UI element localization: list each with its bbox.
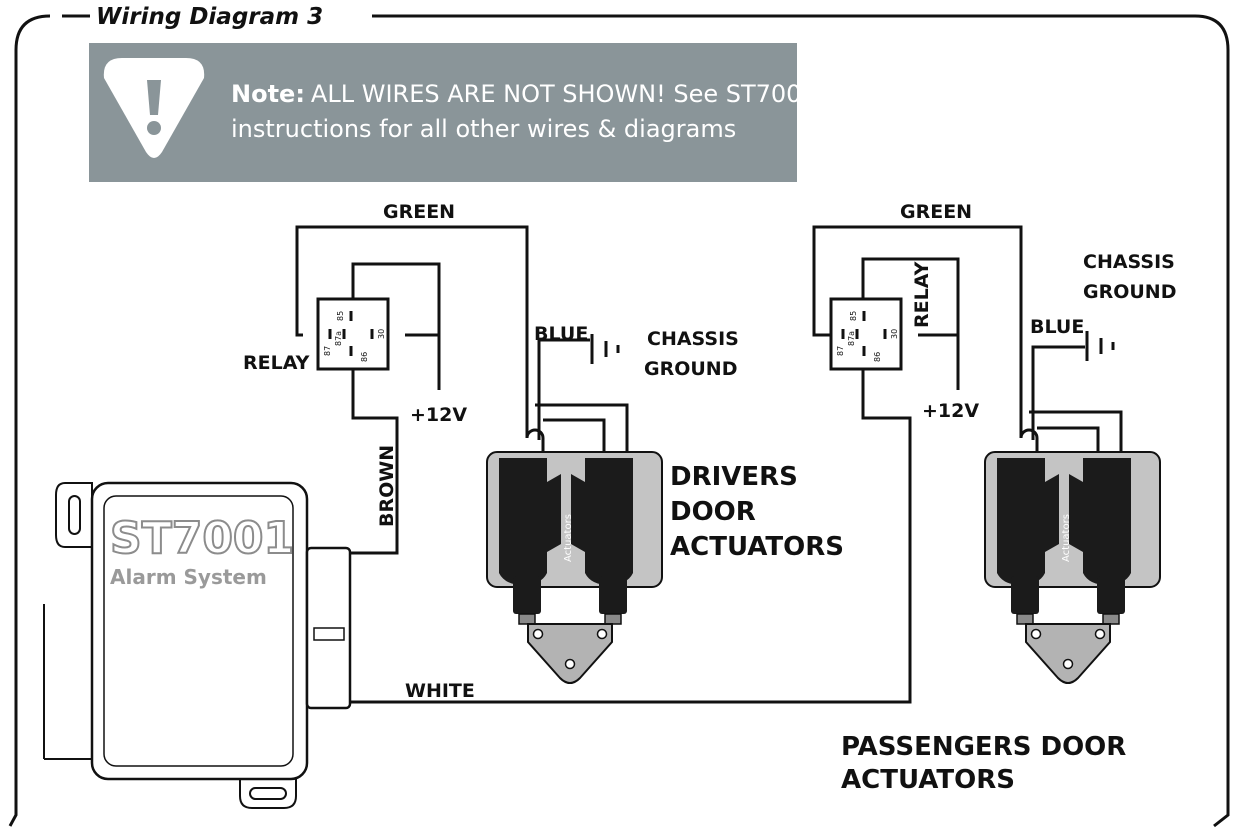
drivers-title-line1: DRIVERS: [670, 462, 798, 492]
drivers-green-label: GREEN: [383, 201, 455, 223]
note-banner: [89, 43, 797, 182]
passengers-power-label: +12V: [922, 400, 979, 422]
drivers-pin-30: 30: [377, 329, 386, 339]
drivers-actuators: Actuators: [486, 451, 663, 625]
frame-border: [8, 14, 1230, 828]
passengers-actuators: Actuators: [984, 451, 1161, 625]
drivers-pin-85: 85: [336, 311, 345, 321]
drivers-ground-line1: CHASSIS: [647, 328, 739, 350]
note-line-2: instructions for all other wires & diagr…: [231, 115, 736, 143]
drivers-relay-label: RELAY: [243, 352, 310, 374]
drivers-title-line3: ACTUATORS: [670, 532, 844, 562]
passengers-title-line1: PASSENGERS DOOR: [841, 732, 1126, 762]
passengers-title-line2: ACTUATORS: [841, 765, 1015, 795]
alarm-unit: ST7001 Alarm System: [43, 481, 352, 809]
drivers-mount-plate: [527, 623, 613, 684]
white-wire-label: WHITE: [405, 680, 475, 702]
passengers-pin-87a: 87a: [847, 331, 856, 346]
drivers-title-line2: DOOR: [670, 497, 756, 527]
passengers-relay: 85 87a 30 87 86: [829, 297, 903, 371]
diagram-title: Wiring Diagram 3: [96, 4, 323, 30]
drivers-pin-87a: 87a: [334, 331, 343, 346]
drivers-ground-symbol: [590, 334, 620, 364]
passengers-mount-plate: [1025, 623, 1111, 684]
note-line-1: Note:ALL WIRES ARE NOT SHOWN! See ST7001: [231, 80, 817, 108]
drivers-brown-label: BROWN: [376, 445, 398, 527]
passengers-pin-87: 87: [836, 346, 845, 356]
note-text-1: ALL WIRES ARE NOT SHOWN! See ST7001: [311, 80, 817, 108]
passengers-ground-symbol: [1085, 331, 1115, 361]
drivers-pin-86: 86: [360, 352, 369, 362]
passengers-actuator-text: Actuators: [1061, 514, 1072, 562]
drivers-relay: 85 87a 30 87 86: [316, 297, 390, 371]
passengers-pin-85: 85: [849, 311, 858, 321]
passengers-relay-label: RELAY: [911, 261, 933, 328]
drivers-blue-label: BLUE: [534, 323, 588, 345]
drivers-pin-87: 87: [323, 346, 332, 356]
alarm-model: ST7001: [110, 513, 294, 564]
passengers-blue-label: BLUE: [1030, 316, 1084, 338]
drivers-wiring: [295, 225, 912, 704]
passengers-green-label: GREEN: [900, 201, 972, 223]
drivers-power-label: +12V: [410, 404, 467, 426]
warning-icon: [103, 58, 205, 158]
passengers-wiring: [812, 225, 1123, 460]
drivers-actuator-text: Actuators: [563, 514, 574, 562]
passengers-ground-line1: CHASSIS: [1083, 251, 1175, 273]
drivers-ground-line2: GROUND: [644, 358, 737, 380]
passengers-pin-30: 30: [890, 329, 899, 339]
alarm-name: Alarm System: [110, 565, 267, 589]
passengers-ground-line2: GROUND: [1083, 281, 1176, 303]
note-label: Note:: [231, 80, 305, 108]
passengers-pin-86: 86: [873, 352, 882, 362]
